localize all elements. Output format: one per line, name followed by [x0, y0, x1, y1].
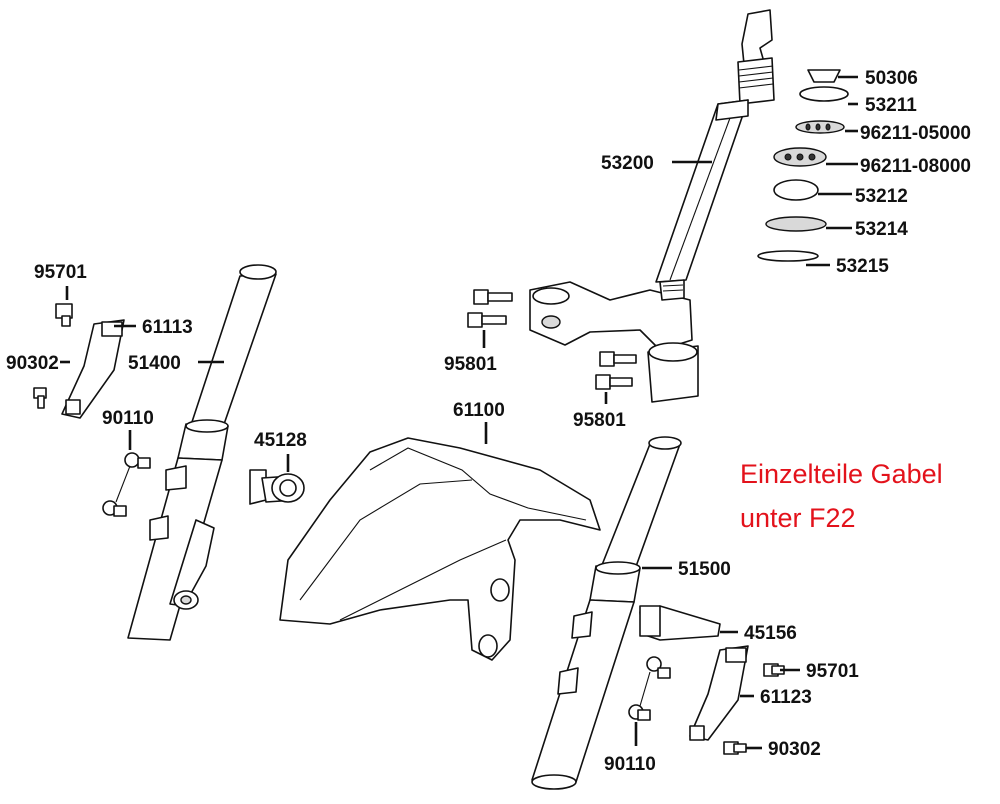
- label-53211: 53211: [865, 95, 917, 116]
- label-53212: 53212: [855, 186, 908, 207]
- part-labels: 50306 53211 96211-05000 96211-08000 5321…: [6, 68, 971, 775]
- label-95801-lower: 95801: [573, 410, 626, 431]
- label-90302-right: 90302: [768, 739, 821, 760]
- label-90110-left: 90110: [102, 408, 154, 429]
- bearing-stack: [757, 69, 849, 262]
- label-51500: 51500: [678, 559, 731, 580]
- label-61123: 61123: [760, 687, 812, 708]
- leader-lines: [60, 75, 858, 750]
- label-53215: 53215: [836, 256, 889, 277]
- label-95701-right: 95701: [806, 661, 859, 682]
- hose-holder-right-61123: [689, 645, 785, 755]
- label-50306: 50306: [865, 68, 918, 89]
- note-line-1: Einzelteile Gabel: [740, 459, 943, 489]
- label-51400: 51400: [128, 353, 181, 374]
- label-95801-upper: 95801: [444, 354, 497, 375]
- fork-leg-right-51500: [531, 436, 682, 790]
- steering-stem-53200: [655, 9, 775, 283]
- bolts-95801-lower: [595, 351, 637, 390]
- label-45156: 45156: [744, 623, 797, 644]
- front-fender-61100: [279, 437, 601, 661]
- hose-holder-left-61113: [33, 303, 125, 419]
- label-53200: 53200: [601, 153, 654, 174]
- label-90302-left: 90302: [6, 353, 59, 374]
- label-45128: 45128: [254, 430, 307, 451]
- label-53214: 53214: [855, 219, 908, 240]
- bracket-45128: [249, 469, 305, 505]
- note-line-2: unter F22: [740, 503, 856, 533]
- label-96211-05000: 96211-05000: [860, 123, 971, 144]
- label-61100: 61100: [453, 400, 505, 421]
- triple-clamp-lower: [529, 279, 699, 403]
- label-90110-right: 90110: [604, 754, 656, 775]
- bolts-95801-upper: [467, 289, 513, 328]
- red-note: Einzelteile Gabel unter F22: [740, 452, 943, 540]
- clips-90110-left: [102, 452, 151, 517]
- bracket-45156: [639, 605, 721, 641]
- label-95701-left: 95701: [34, 262, 87, 283]
- label-96211-08000: 96211-08000: [860, 156, 971, 177]
- label-61113: 61113: [142, 317, 193, 338]
- clips-90110-right: [628, 656, 671, 721]
- fork-leg-left-51400: [127, 264, 277, 641]
